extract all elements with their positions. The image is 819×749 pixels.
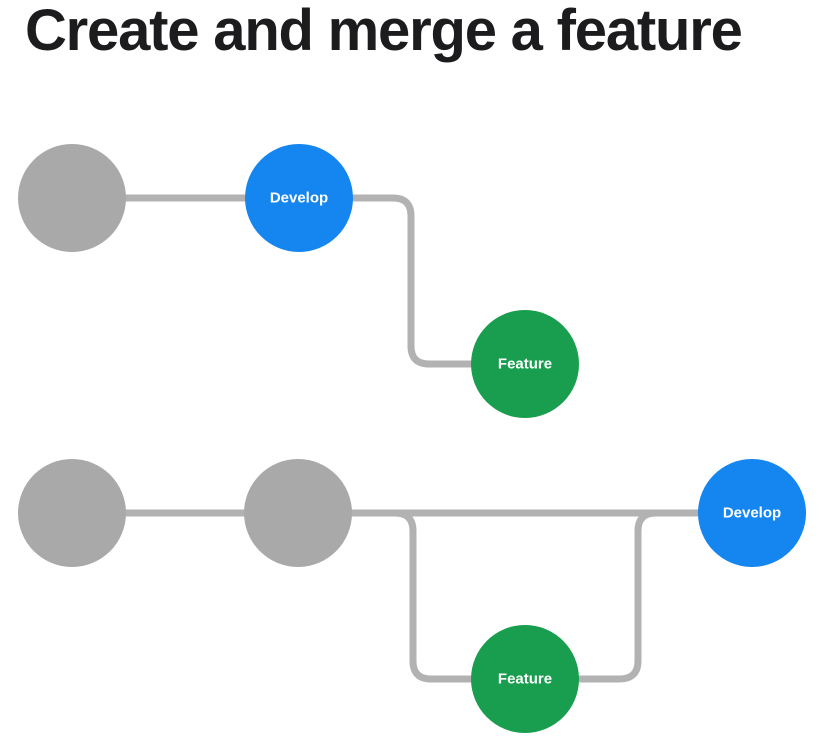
feature-branch-node <box>471 625 579 733</box>
page-title: Create and merge a feature <box>25 0 743 63</box>
feature-branch-loop <box>394 509 700 683</box>
commit-node <box>18 144 126 252</box>
commit-node <box>244 459 352 567</box>
develop-branch-node <box>245 144 353 252</box>
develop-branch-node <box>698 459 806 567</box>
develop-branch-node-label: Develop <box>270 190 328 207</box>
feature-branch-node-label: Feature <box>498 356 552 373</box>
develop-branch-node-label: Develop <box>723 505 781 522</box>
feature-branch-node-label: Feature <box>498 671 552 688</box>
feature-branch-node <box>471 310 579 418</box>
commit-node <box>18 459 126 567</box>
feature-branch-line <box>299 194 525 368</box>
